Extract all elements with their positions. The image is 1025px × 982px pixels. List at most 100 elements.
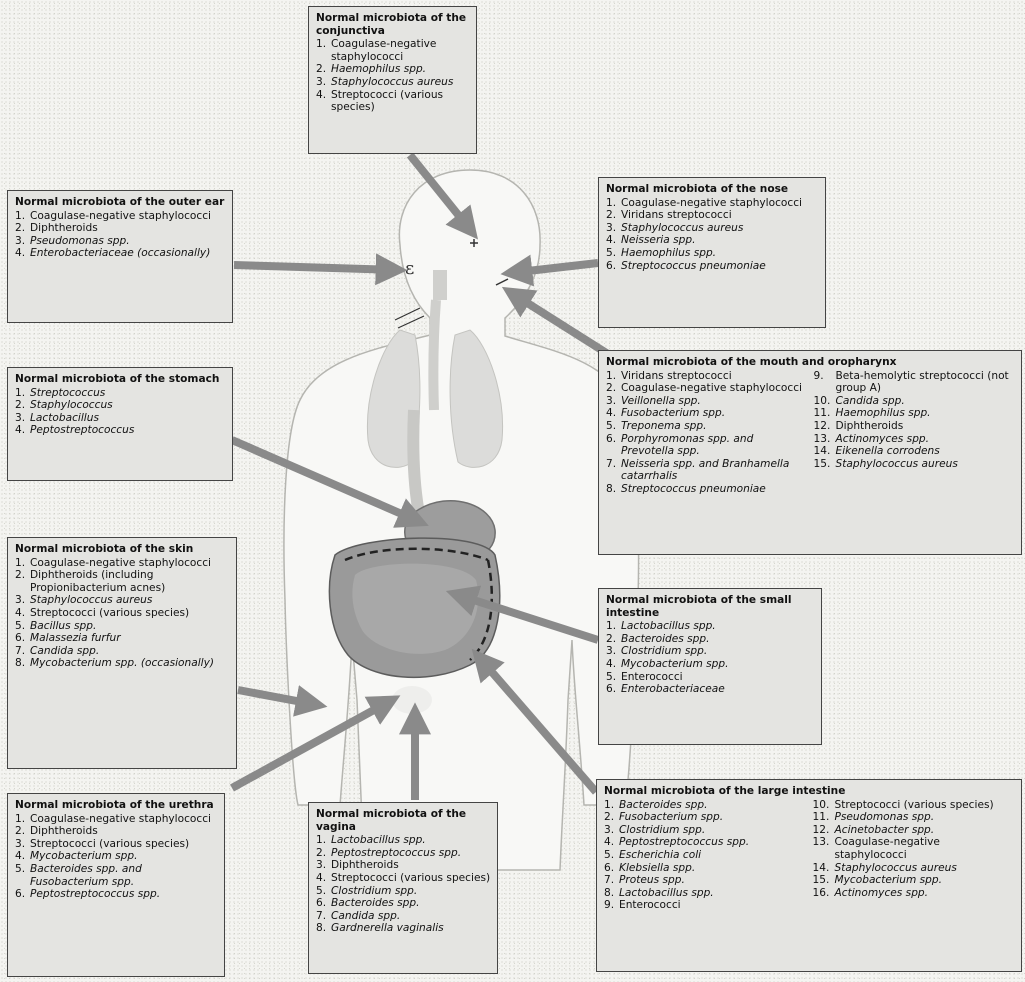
organism-name: Eikenella corrodens xyxy=(836,445,1016,458)
item-number: 5. xyxy=(606,247,621,260)
list-item: 9.Enterococci xyxy=(604,899,807,912)
organism-name: Coagulase-negative staphylococci xyxy=(30,813,218,826)
organism-name: Peptostreptococcus spp. xyxy=(619,836,807,849)
organism-name: Veillonella spp. xyxy=(621,395,808,408)
item-number: 10. xyxy=(813,799,835,812)
vagina-box: Normal microbiota of the vagina 1.Lactob… xyxy=(308,802,498,974)
list-item: 6.Bacteroides spp. xyxy=(316,897,491,910)
list-item: 4.Mycobacterium spp. xyxy=(606,658,815,671)
item-number: 5. xyxy=(15,863,30,888)
list-item: 3.Veillonella spp. xyxy=(606,395,808,408)
small-intestine-box: Normal microbiota of the small intestine… xyxy=(598,588,822,745)
list-item: 1.Lactobacillus spp. xyxy=(606,620,815,633)
item-number: 2. xyxy=(316,63,331,76)
item-number: 6. xyxy=(606,683,621,696)
item-number: 1. xyxy=(606,620,621,633)
organism-name: Proteus spp. xyxy=(619,874,807,887)
list-item: 14.Eikenella corrodens xyxy=(814,445,1016,458)
organism-name: Streptococci (various species) xyxy=(835,799,1016,812)
list-item: 11.Haemophilus spp. xyxy=(814,407,1016,420)
list-item: 6.Malassezia furfur xyxy=(15,632,230,645)
organism-name: Streptococci (various species) xyxy=(30,607,230,620)
list-item: 10.Candida spp. xyxy=(814,395,1016,408)
nose-box: Normal microbiota of the nose 1.Coagulas… xyxy=(598,177,826,328)
item-number: 10. xyxy=(814,395,836,408)
list-item: 13.Coagulase-negative staphylococci xyxy=(813,836,1016,861)
list-item: 7.Neisseria spp. and Branhamella catarrh… xyxy=(606,458,808,483)
item-number: 2. xyxy=(15,222,30,235)
organism-name: Streptococcus pneumoniae xyxy=(621,483,808,496)
bladder xyxy=(392,686,432,714)
list-conjunctiva: 1.Coagulase-negative staphylococci2.Haem… xyxy=(316,38,470,114)
list-item: 1.Coagulase-negative staphylococci xyxy=(15,210,226,223)
organism-name: Gardnerella vaginalis xyxy=(331,922,491,935)
item-number: 5. xyxy=(316,885,331,898)
organism-name: Staphylococcus aureus xyxy=(836,458,1016,471)
list-item: 13.Actinomyces spp. xyxy=(814,433,1016,446)
list-small-intestine: 1.Lactobacillus spp.2.Bacteroides spp.3.… xyxy=(606,620,815,696)
organism-name: Streptococci (various species) xyxy=(30,838,218,851)
list-item: 3.Staphylococcus aureus xyxy=(606,222,819,235)
item-number: 13. xyxy=(813,836,835,861)
list-item: 5.Escherichia coli xyxy=(604,849,807,862)
list-item: 8.Lactobacillus spp. xyxy=(604,887,807,900)
item-number: 14. xyxy=(814,445,836,458)
box-title: Normal microbiota of the vagina xyxy=(316,808,491,833)
organism-name: Peptostreptococcus xyxy=(30,424,226,437)
intestines xyxy=(329,538,499,677)
list-item: 6.Enterobacteriaceae xyxy=(606,683,815,696)
organism-name: Acinetobacter spp. xyxy=(835,824,1016,837)
stomach-box: Normal microbiota of the stomach 1.Strep… xyxy=(7,367,233,481)
organism-name: Candida spp. xyxy=(30,645,230,658)
list-item: 3.Pseudomonas spp. xyxy=(15,235,226,248)
item-number: 7. xyxy=(15,645,30,658)
list-item: 3.Lactobacillus xyxy=(15,412,226,425)
list-item: 5.Treponema spp. xyxy=(606,420,808,433)
item-number: 3. xyxy=(316,859,331,872)
item-number: 3. xyxy=(316,76,331,89)
list-item: 12.Acinetobacter spp. xyxy=(813,824,1016,837)
item-number: 4. xyxy=(15,607,30,620)
list-item: 4.Peptostreptococcus xyxy=(15,424,226,437)
list-item: 4.Peptostreptococcus spp. xyxy=(604,836,807,849)
organism-name: Coagulase-negative staphylococci xyxy=(331,38,470,63)
organism-name: Coagulase-negative staphylococci xyxy=(621,382,808,395)
list-item: 4.Streptococci (various species) xyxy=(15,607,230,620)
item-number: 4. xyxy=(15,850,30,863)
organism-name: Bacillus spp. xyxy=(30,620,230,633)
item-number: 2. xyxy=(604,811,619,824)
item-number: 5. xyxy=(15,620,30,633)
item-number: 12. xyxy=(814,420,836,433)
item-number: 1. xyxy=(316,38,331,63)
item-number: 3. xyxy=(15,838,30,851)
organism-name: Bacteroides spp. xyxy=(619,799,807,812)
organism-name: Staphylococcus xyxy=(30,399,226,412)
conjunctiva-box: Normal microbiota of the conjunctiva 1.C… xyxy=(308,6,477,154)
organism-name: Neisseria spp. and Branhamella catarrhal… xyxy=(621,458,808,483)
item-number: 5. xyxy=(606,420,621,433)
item-number: 2. xyxy=(15,825,30,838)
item-number: 16. xyxy=(813,887,835,900)
item-number: 2. xyxy=(316,847,331,860)
item-number: 7. xyxy=(604,874,619,887)
organism-name: Peptostreptococcus spp. xyxy=(30,888,218,901)
svg-text:ε: ε xyxy=(405,258,414,279)
organism-name: Lactobacillus spp. xyxy=(331,834,491,847)
item-number: 1. xyxy=(606,197,621,210)
list-item: 2.Coagulase-negative staphylococci xyxy=(606,382,808,395)
list-item: 7.Candida spp. xyxy=(15,645,230,658)
mouth-oropharynx-box: Normal microbiota of the mouth and oroph… xyxy=(598,350,1022,555)
urethra-box: Normal microbiota of the urethra 1.Coagu… xyxy=(7,793,225,977)
item-number: 1. xyxy=(606,370,621,383)
list-item: 7.Candida spp. xyxy=(316,910,491,923)
item-number: 8. xyxy=(604,887,619,900)
item-number: 3. xyxy=(604,824,619,837)
organism-name: Enterobacteriaceae xyxy=(621,683,815,696)
list-vagina: 1.Lactobacillus spp.2.Peptostreptococcus… xyxy=(316,834,491,935)
list-item: 2.Viridans streptococci xyxy=(606,209,819,222)
item-number: 12. xyxy=(813,824,835,837)
organism-name: Bacteroides spp. xyxy=(621,633,815,646)
item-number: 6. xyxy=(316,897,331,910)
organism-name: Escherichia coli xyxy=(619,849,807,862)
list-item: 1.Bacteroides spp. xyxy=(604,799,807,812)
